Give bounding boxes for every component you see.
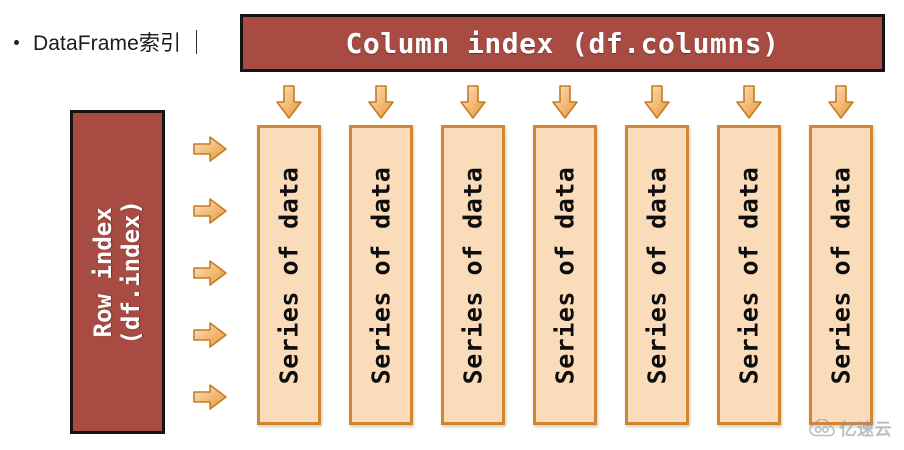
series-column: Series of data — [625, 125, 689, 425]
slide-bullet-text: DataFrame索引 — [33, 32, 182, 55]
series-column-label: Series of data — [826, 166, 856, 384]
arrow-right-icon — [192, 320, 230, 350]
arrow-right-icon — [192, 258, 230, 288]
series-column-label: Series of data — [550, 166, 580, 384]
arrow-right-icon — [192, 382, 230, 412]
cloud-icon — [808, 418, 835, 436]
column-index-label: Column index (df.columns) — [345, 26, 780, 60]
row-index-label: Row index (df.index) — [89, 200, 146, 345]
arrow-down-icon — [642, 84, 672, 122]
slide-bullet-line: DataFrame索引 — [10, 20, 240, 64]
column-index-box: Column index (df.columns) — [240, 14, 885, 72]
arrow-right-icon — [192, 196, 230, 226]
series-column-label: Series of data — [458, 166, 488, 384]
text-caret — [196, 30, 198, 54]
series-column-label: Series of data — [366, 166, 396, 384]
watermark-text: 亿速云 — [839, 420, 892, 440]
arrow-down-icon — [458, 84, 488, 122]
series-column-label: Series of data — [642, 166, 672, 384]
arrow-down-icon — [366, 84, 396, 122]
series-column: Series of data — [257, 125, 321, 425]
row-index-label-line1: Row index — [89, 206, 118, 338]
series-column: Series of data — [349, 125, 413, 425]
series-column-label: Series of data — [734, 166, 764, 384]
arrow-right-icon — [192, 134, 230, 164]
row-index-box: Row index (df.index) — [70, 110, 165, 434]
series-column: Series of data — [809, 125, 873, 425]
arrow-down-icon — [826, 84, 856, 122]
arrow-down-icon — [734, 84, 764, 122]
row-index-label-line2: (df.index) — [117, 199, 146, 345]
arrow-down-icon — [550, 84, 580, 122]
series-column: Series of data — [717, 125, 781, 425]
series-column-label: Series of data — [274, 166, 304, 384]
series-column: Series of data — [533, 125, 597, 425]
bullet-dot-icon — [14, 39, 19, 45]
watermark: 亿速云 — [808, 415, 893, 440]
series-column: Series of data — [441, 125, 505, 425]
arrow-down-icon — [274, 84, 304, 122]
